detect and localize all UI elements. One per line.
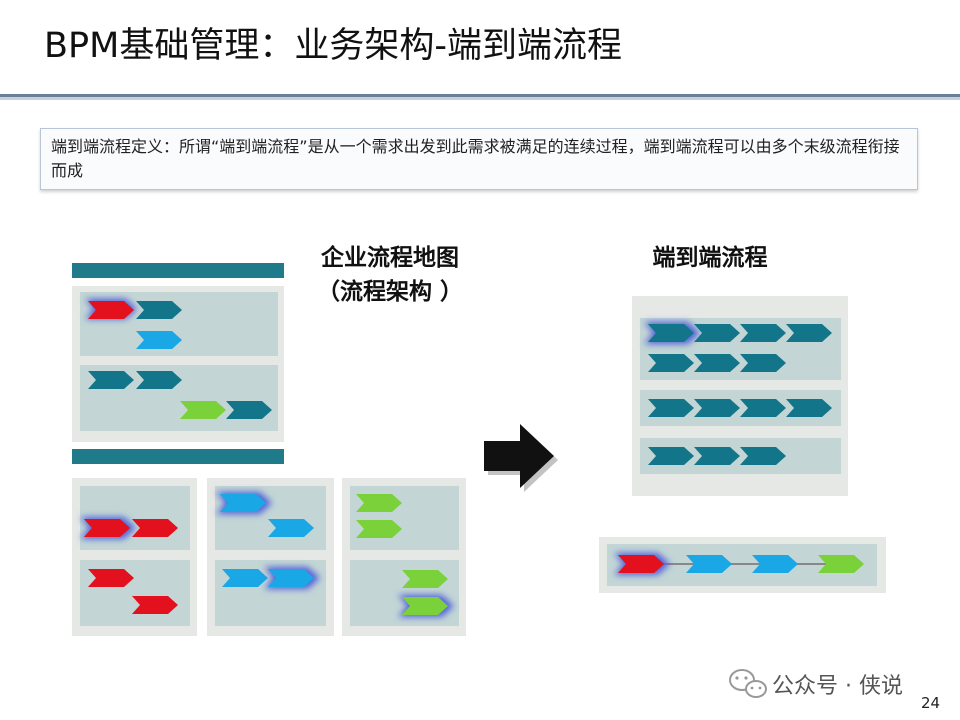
- title-divider: [0, 94, 960, 97]
- page-number: 24: [921, 694, 941, 712]
- title-divider-light: [0, 97, 960, 100]
- process-map-subtitle: （流程架构 ）: [316, 279, 463, 305]
- definition-text: 端到端流程定义：所谓“端到端流程”是从一个需求出发到此需求被满足的连续过程，端到…: [51, 137, 900, 180]
- end-to-end-title: 端到端流程: [652, 245, 768, 271]
- definition-box: 端到端流程定义：所谓“端到端流程”是从一个需求出发到此需求被满足的连续过程，端到…: [40, 128, 918, 190]
- slide-title: BPM基础管理：业务架构-端到端流程: [44, 26, 622, 66]
- wechat-icon: [729, 669, 767, 698]
- level1-bar-bottom: [72, 449, 284, 464]
- watermark-text: 公众号 · 侠说: [772, 674, 903, 699]
- right-arrow-icon: [484, 424, 558, 492]
- process-map-title: 企业流程地图: [321, 245, 459, 271]
- level1-bar-top: [72, 263, 284, 278]
